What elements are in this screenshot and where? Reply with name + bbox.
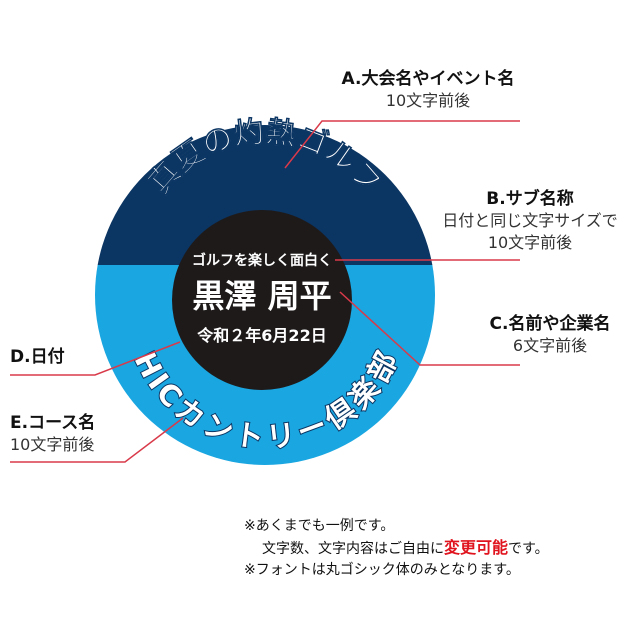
sub-name-text: ゴルフを楽しく面白く: [192, 252, 332, 269]
leader-line-a: [284, 120, 520, 169]
label-a-sub: 10文字前後: [385, 91, 471, 110]
note-line-2-b: です。: [508, 541, 549, 557]
label-b-sub1: 日付と同じ文字サイズで: [442, 211, 618, 230]
label-c: C.名前や企業名 6文字前後: [460, 313, 640, 357]
person-name-text: 黒澤 周平: [192, 277, 331, 315]
note-line-2: 文字数、文字内容はご自由に変更可能です。: [244, 537, 549, 560]
label-b-sub2: 10文字前後: [487, 233, 573, 252]
note-line-3: ※フォントは丸ゴシック体のみとなります。: [244, 562, 520, 578]
label-d: D.日付: [10, 346, 65, 368]
note-line-1: ※あくまでも一例です。: [244, 518, 395, 534]
label-c-sub: 6文字前後: [512, 336, 588, 355]
label-a: A.大会名やイベント名 10文字前後: [318, 68, 538, 112]
note-line-2-red: 変更可能: [444, 538, 509, 557]
leader-line-e: [10, 417, 184, 463]
leader-line-c: [339, 291, 520, 366]
label-d-title: D.日付: [10, 347, 65, 367]
badge-top-half: [97, 125, 433, 265]
note-line-2-a: 文字数、文字内容はご自由に: [262, 541, 444, 557]
leader-line-d: [10, 341, 181, 376]
date-text: 令和２年6月22日: [196, 326, 326, 345]
label-e-sub: 10文字前後: [10, 435, 95, 454]
notes: ※あくまでも一例です。 文字数、文字内容はご自由に変更可能です。 ※フォントは丸…: [244, 516, 549, 581]
label-e-title: E.コース名: [10, 413, 96, 433]
leader-lines: [10, 120, 520, 463]
badge-center-disc: [172, 210, 352, 390]
label-b: B.サブ名称 日付と同じ文字サイズで 10文字前後: [420, 188, 640, 254]
label-a-title: A.大会名やイベント名: [341, 69, 515, 89]
label-c-title: C.名前や企業名: [489, 314, 611, 334]
label-b-title: B.サブ名称: [486, 189, 574, 209]
label-e: E.コース名 10文字前後: [10, 412, 95, 456]
